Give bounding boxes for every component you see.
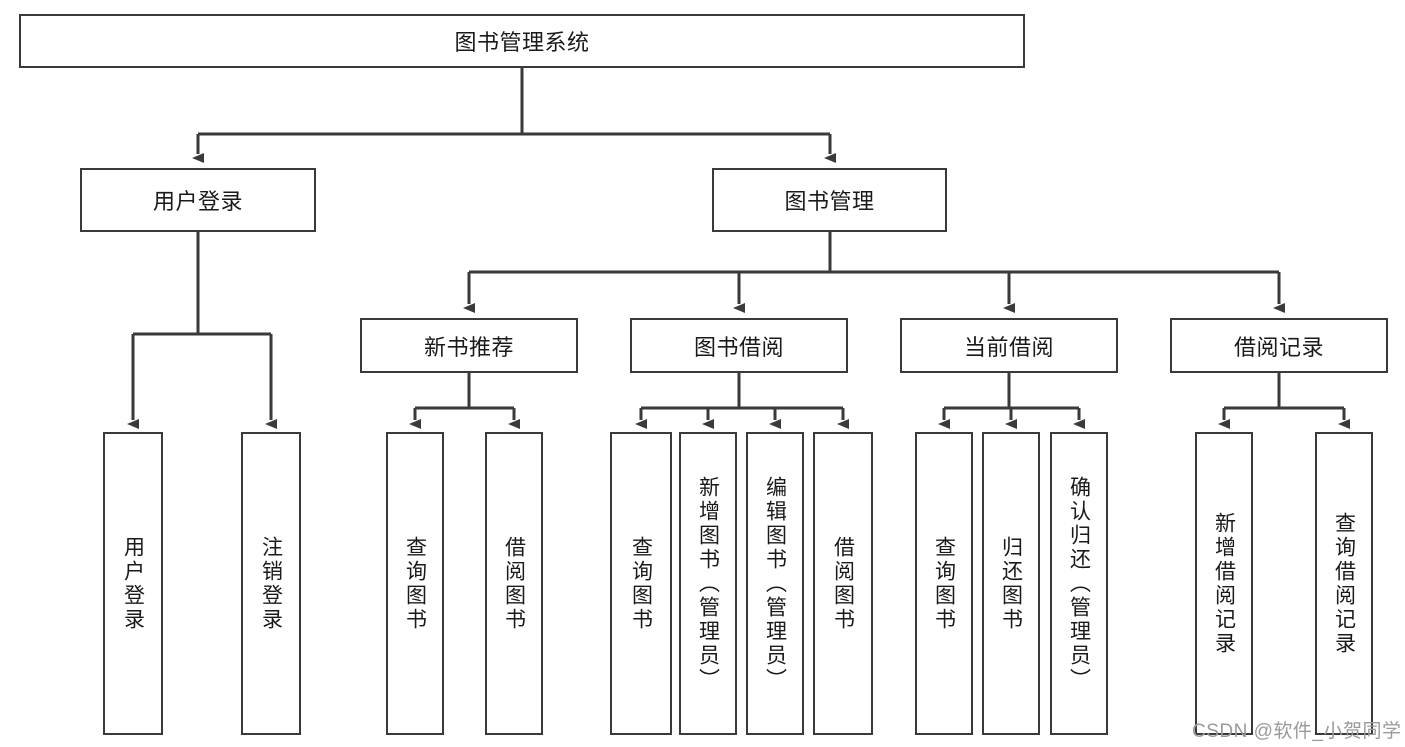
watermark-text: CSDN @软件_小贺同学 <box>1192 721 1402 742</box>
leaf-add-book-label: 新增图书（管理员） <box>696 475 720 692</box>
leaf-query-book-1[interactable]: 查询图书 <box>386 432 444 735</box>
node-current-borrow-label: 当前借阅 <box>963 334 1054 360</box>
node-book-borrow-label: 图书借阅 <box>693 334 784 360</box>
leaf-logout-login[interactable]: 注销登录 <box>241 432 301 735</box>
node-new-book-recommend-label: 新书推荐 <box>423 334 514 360</box>
leaf-logout-login-label: 注销登录 <box>259 535 283 632</box>
leaf-query-book-3[interactable]: 查询图书 <box>915 432 973 735</box>
leaf-query-record-label: 查询借阅记录 <box>1332 511 1356 656</box>
leaf-borrow-book-1-label: 借阅图书 <box>502 535 526 632</box>
leaf-user-login[interactable]: 用户登录 <box>103 432 163 735</box>
leaf-confirm-return-label: 确认归还（管理员） <box>1067 475 1091 692</box>
node-borrow-record[interactable]: 借阅记录 <box>1170 318 1388 373</box>
leaf-query-book-2-label: 查询图书 <box>629 535 653 632</box>
leaf-user-login-label: 用户登录 <box>121 535 145 632</box>
node-book-manage-label: 图书管理 <box>784 189 875 214</box>
leaf-return-book-label: 归还图书 <box>999 535 1023 632</box>
leaf-query-record[interactable]: 查询借阅记录 <box>1315 432 1373 735</box>
node-user-login[interactable]: 用户登录 <box>80 168 316 232</box>
leaf-borrow-book-2-label: 借阅图书 <box>831 535 855 632</box>
node-root-label: 图书管理系统 <box>454 30 590 55</box>
leaf-borrow-book-2[interactable]: 借阅图书 <box>813 432 873 735</box>
leaf-return-book[interactable]: 归还图书 <box>982 432 1040 735</box>
node-user-login-label: 用户登录 <box>152 189 243 214</box>
node-book-manage[interactable]: 图书管理 <box>712 168 947 232</box>
leaf-add-book[interactable]: 新增图书（管理员） <box>679 432 737 735</box>
node-borrow-record-label: 借阅记录 <box>1233 334 1324 360</box>
node-new-book-recommend[interactable]: 新书推荐 <box>360 318 578 373</box>
node-root[interactable]: 图书管理系统 <box>19 14 1025 68</box>
leaf-edit-book-label: 编辑图书（管理员） <box>763 475 787 692</box>
leaf-borrow-book-1[interactable]: 借阅图书 <box>485 432 543 735</box>
node-current-borrow[interactable]: 当前借阅 <box>900 318 1118 373</box>
leaf-add-record-label: 新增借阅记录 <box>1212 511 1236 656</box>
leaf-query-book-2[interactable]: 查询图书 <box>610 432 672 735</box>
leaf-confirm-return[interactable]: 确认归还（管理员） <box>1050 432 1108 735</box>
leaf-add-record[interactable]: 新增借阅记录 <box>1195 432 1253 735</box>
leaf-query-book-1-label: 查询图书 <box>403 535 427 632</box>
node-book-borrow[interactable]: 图书借阅 <box>630 318 848 373</box>
leaf-query-book-3-label: 查询图书 <box>932 535 956 632</box>
leaf-edit-book[interactable]: 编辑图书（管理员） <box>746 432 804 735</box>
